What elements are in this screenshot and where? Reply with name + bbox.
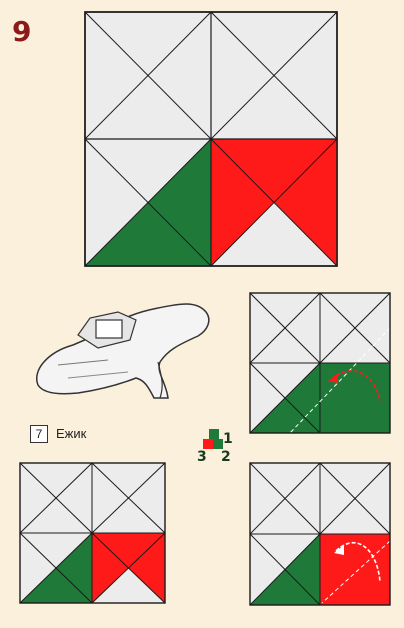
main-fold-diagram bbox=[85, 12, 337, 266]
fold-step-diagram-b bbox=[250, 293, 390, 433]
caption-text: Ежик bbox=[56, 425, 86, 443]
fold-step-diagram-c bbox=[20, 463, 165, 603]
caption-number-box: 7 bbox=[30, 425, 48, 443]
key-digit-2: 2 bbox=[221, 449, 231, 465]
shoe-illustration bbox=[28, 290, 218, 405]
fold-step-diagram-d bbox=[250, 463, 390, 605]
key-digit-3: 3 bbox=[197, 449, 207, 465]
numbered-key-figure: 1 2 3 bbox=[195, 425, 237, 465]
key-digit-1: 1 bbox=[223, 431, 233, 447]
step-number: 9 bbox=[12, 18, 31, 46]
